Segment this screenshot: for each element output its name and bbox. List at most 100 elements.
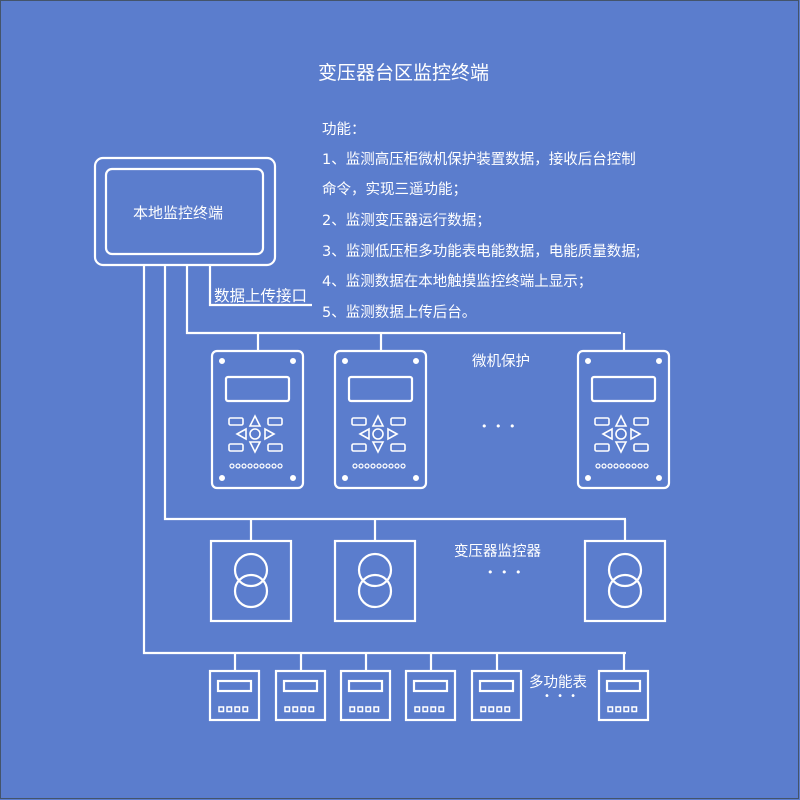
function-line: 1、监测高压柜微机保护装置数据，接收后台控制 (322, 152, 636, 168)
function-line: 3、监测低压柜多功能表电能数据，电能质量数据; (322, 244, 641, 260)
transformer-icon (233, 573, 269, 609)
ok-button-icon (249, 428, 261, 440)
meter-button (300, 706, 307, 713)
relay-button (267, 417, 283, 426)
transformer-icon (607, 552, 643, 588)
meter-box (274, 669, 327, 722)
upload-port-label: 数据上传接口 (214, 287, 308, 305)
multifunction-meter[interactable] (597, 669, 650, 722)
meter-display (216, 679, 253, 693)
indicator-led (235, 463, 241, 469)
meter-button (373, 706, 380, 713)
meter-ellipsis: • • • (544, 691, 579, 702)
multifunction-meter[interactable] (339, 669, 392, 722)
protection-ellipsis: • • • (481, 420, 518, 433)
relay-button (594, 443, 610, 452)
indicator-led (277, 463, 283, 469)
screw-icon (585, 358, 591, 364)
down-arrow-icon (614, 441, 628, 454)
terminal-label: 本地监控终端 (133, 204, 224, 222)
meter-button (284, 706, 291, 713)
indicator-led (613, 463, 619, 469)
multifunction-meter[interactable] (404, 669, 457, 722)
transformer-monitor[interactable] (333, 539, 417, 623)
meter-button (480, 706, 487, 713)
indicator-led (376, 463, 382, 469)
screw-icon (342, 358, 348, 364)
up-arrow-icon (614, 414, 628, 427)
function-line: 命令，实现三遥功能； (322, 182, 467, 198)
meter-button (631, 706, 638, 713)
upload-port-connector (208, 265, 312, 307)
indicator-led (625, 463, 631, 469)
indicator-led (382, 463, 388, 469)
meter-label: 多功能表 (529, 675, 587, 691)
function-line: 5、监测数据上传后台。 (322, 305, 477, 321)
relay-display (347, 375, 414, 403)
relay-body (210, 349, 305, 490)
indicator-led (253, 463, 259, 469)
functions-heading: 功能： (322, 122, 366, 138)
ok-button-icon (372, 428, 384, 440)
screw-icon (342, 475, 348, 481)
indicator-led (619, 463, 625, 469)
meter-display (412, 679, 449, 693)
meter-button (292, 706, 299, 713)
meter-button (607, 706, 614, 713)
transformer-icon (233, 552, 269, 588)
transformer-box (583, 539, 667, 623)
function-line: 4、监测数据在本地触摸监控终端上显示； (322, 274, 593, 290)
meter-button (488, 706, 495, 713)
meter-button (349, 706, 356, 713)
meter-button (422, 706, 429, 713)
transformer-ellipsis: • • • (487, 566, 524, 579)
left-arrow-icon (358, 427, 370, 441)
multifunction-meter[interactable] (208, 669, 261, 722)
screw-icon (290, 358, 296, 364)
function-line: 2、监测变压器运行数据； (322, 213, 491, 229)
relay-button (267, 443, 283, 452)
relay-button (351, 417, 367, 426)
protection-relay[interactable] (333, 349, 428, 490)
indicator-led (601, 463, 607, 469)
protection-relay[interactable] (576, 349, 671, 490)
meter-display (282, 679, 319, 693)
transformer-icon (607, 573, 643, 609)
indicator-led (358, 463, 364, 469)
right-arrow-icon (630, 427, 642, 441)
multifunction-meter[interactable] (470, 669, 523, 722)
indicator-led (259, 463, 265, 469)
relay-button (228, 417, 244, 426)
meter-button (430, 706, 437, 713)
relay-button (594, 417, 610, 426)
page-title: 变压器台区监控终端 (318, 62, 490, 84)
protection-label: 微机保护 (472, 354, 530, 370)
meter-display (605, 679, 642, 693)
multifunction-meter[interactable] (274, 669, 327, 722)
transformer-monitor[interactable] (209, 539, 293, 623)
meter-button (504, 706, 511, 713)
indicator-led (400, 463, 406, 469)
ok-button-icon (615, 428, 627, 440)
indicator-led (265, 463, 271, 469)
transformer-icon (357, 573, 393, 609)
transformer-box (333, 539, 417, 623)
meter-button (615, 706, 622, 713)
left-arrow-icon (235, 427, 247, 441)
transformer-label: 变压器监控器 (454, 544, 541, 560)
up-arrow-icon (371, 414, 385, 427)
local-terminal[interactable] (93, 156, 277, 267)
meter-box (339, 669, 392, 722)
indicator-led (637, 463, 643, 469)
protection-relay[interactable] (210, 349, 305, 490)
indicator-led (607, 463, 613, 469)
indicator-led (364, 463, 370, 469)
right-arrow-icon (264, 427, 276, 441)
transformer-monitor[interactable] (583, 539, 667, 623)
screw-icon (290, 475, 296, 481)
relay-display (590, 375, 657, 403)
indicator-led (643, 463, 649, 469)
meter-display (478, 679, 515, 693)
indicator-led (229, 463, 235, 469)
relay-button (351, 443, 367, 452)
